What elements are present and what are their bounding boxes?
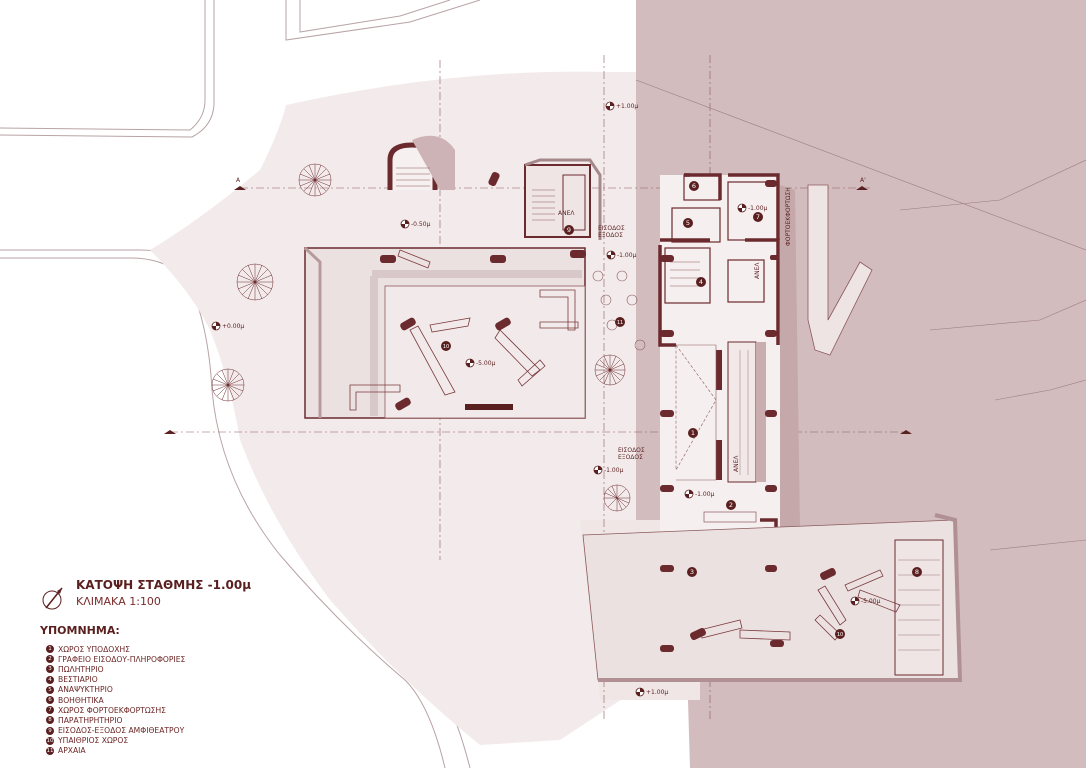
legend-item: 10 ΥΠΑΙΘΡΙΟΣ ΧΩΡΟΣ bbox=[46, 736, 185, 746]
room-number: 2 bbox=[729, 501, 733, 509]
room-number-badge: 8 bbox=[912, 567, 922, 577]
columns bbox=[380, 171, 836, 652]
room-number-badge: 4 bbox=[696, 277, 706, 287]
legend-number: 7 bbox=[46, 706, 54, 715]
legend-label: ΒΕΣΤΙΑΡΙΟ bbox=[58, 675, 98, 685]
legend-item: 1 ΧΩΡΟΣ ΥΠΟΔΟΧΗΣ bbox=[46, 644, 185, 654]
room-number-badge: 6 bbox=[689, 181, 699, 191]
legend-item: 8 ΠΑΡΑΤΗΡΗΤΗΡΙΟ bbox=[46, 715, 185, 725]
arched-stair bbox=[387, 135, 455, 190]
room-number-badge: 11 bbox=[615, 317, 625, 327]
room-number: 5 bbox=[686, 219, 690, 227]
plan-title: ΚΑΤΟΨΗ ΣΤΑΘΜΗΣ -1.00μ bbox=[76, 578, 252, 592]
level-label: -1.00μ bbox=[695, 491, 715, 498]
legend-item: 3 ΠΩΛΗΤΗΡΙΟ bbox=[46, 664, 185, 674]
legend-item: 11 ΑΡΧΑΙΑ bbox=[46, 746, 185, 756]
loading-ramp bbox=[807, 184, 873, 356]
legend-label: ΑΡΧΑΙΑ bbox=[58, 746, 86, 756]
legend-label: ΑΝΑΨΥΚΤΗΡΙΟ bbox=[58, 685, 113, 695]
legend-number: 10 bbox=[46, 736, 54, 745]
loading-label: ΦΟΡΤΟΕΚΦΟΡΤΩΣΗ bbox=[785, 187, 792, 246]
legend-label: ΠΑΡΑΤΗΡΗΤΗΡΙΟ bbox=[58, 715, 123, 725]
section-label-a2: Α' bbox=[860, 177, 866, 184]
north-arrow-icon bbox=[42, 587, 63, 610]
legend-label: ΧΩΡΟΣ ΥΠΟΔΟΧΗΣ bbox=[58, 644, 130, 654]
level-label: -1.00μ bbox=[617, 252, 637, 259]
legend-item: 6 ΒΟΗΘΗΤΙΚΑ bbox=[46, 695, 185, 705]
amphitheatre-entrance-block bbox=[524, 158, 602, 240]
anelva-label: ΑΝΕΛ bbox=[558, 210, 575, 217]
sunken-courtyard bbox=[303, 246, 586, 419]
level-label: -1.00μ bbox=[748, 205, 768, 212]
room-number: 8 bbox=[915, 568, 919, 576]
room-number: 6 bbox=[692, 182, 696, 190]
room-number-badge: 10 bbox=[835, 629, 845, 639]
legend-number: 5 bbox=[46, 685, 54, 694]
legend-heading: ΥΠΟΜΝΗΜΑ: bbox=[40, 624, 120, 637]
level-label: +0.00μ bbox=[222, 323, 244, 330]
legend-item: 5 ΑΝΑΨΥΚΤΗΡΙΟ bbox=[46, 685, 185, 695]
level-markers: +1.00μ -0.50μ -1.00μ +0.00μ -5.00μ -1.00… bbox=[211, 101, 881, 697]
anelva-label: ΑΝΕΛ bbox=[754, 262, 761, 279]
legend-label: ΥΠΑΙΘΡΙΟΣ ΧΩΡΟΣ bbox=[58, 736, 129, 746]
legend-number: 6 bbox=[46, 696, 54, 705]
legend-number: 1 bbox=[46, 645, 54, 654]
legend-label: ΠΩΛΗΤΗΡΙΟ bbox=[58, 664, 104, 674]
legend-number: 8 bbox=[46, 716, 54, 725]
level-label: +1.00μ bbox=[646, 689, 668, 696]
legend-label: ΕΙΣΟΔΟΣ-ΕΞΟΔΟΣ ΑΜΦΙΘΕΑΤΡΟΥ bbox=[58, 726, 185, 736]
anelva-label: ΑΝΕΛ bbox=[733, 455, 740, 472]
room-number: 3 bbox=[690, 568, 694, 576]
room-number-badge: 5 bbox=[683, 218, 693, 228]
room-number: 9 bbox=[567, 226, 571, 234]
room-number: 11 bbox=[617, 320, 623, 326]
room-number: 7 bbox=[756, 213, 760, 221]
level-label: -5.00μ bbox=[861, 598, 881, 605]
legend-item: 7 ΧΩΡΟΣ ΦΟΡΤΟΕΚΦΟΡΤΩΣΗΣ bbox=[46, 705, 185, 715]
legend-number: 4 bbox=[46, 675, 54, 684]
legend-item: 2 ΓΡΑΦΕΙΟ ΕΙΣΟΔΟΥ-ΠΛΗΡΟΦΟΡΙΕΣ bbox=[46, 654, 185, 664]
room-number-badge: 9 bbox=[564, 225, 574, 235]
plan-scale: ΚΛΙΜΑΚΑ 1:100 bbox=[76, 595, 161, 608]
room-number: 10 bbox=[443, 344, 449, 350]
room-number-badge: 3 bbox=[687, 567, 697, 577]
room-numbers: 1 2 3 4 5 6 7 8 9 10 10 11 bbox=[441, 181, 922, 639]
room-number-badge: 7 bbox=[753, 212, 763, 222]
south-wing bbox=[582, 513, 963, 682]
legend-label: ΒΟΗΘΗΤΙΚΑ bbox=[58, 695, 104, 705]
legend-number: 2 bbox=[46, 655, 54, 664]
section-label-a: Α bbox=[236, 177, 241, 184]
legend-item: 4 ΒΕΣΤΙΑΡΙΟ bbox=[46, 675, 185, 685]
room-number-badge: 10 bbox=[441, 341, 451, 351]
level-label: -1.00μ bbox=[604, 467, 624, 474]
legend-number: 11 bbox=[46, 746, 54, 755]
legend-label: ΓΡΑΦΕΙΟ ΕΙΣΟΔΟΥ-ΠΛΗΡΟΦΟΡΙΕΣ bbox=[58, 654, 186, 664]
legend-number: 3 bbox=[46, 665, 54, 674]
legend-list: 1 ΧΩΡΟΣ ΥΠΟΔΟΧΗΣ 2 ΓΡΑΦΕΙΟ ΕΙΣΟΔΟΥ-ΠΛΗΡΟΦΟ… bbox=[46, 644, 185, 756]
legend-item: 9 ΕΙΣΟΔΟΣ-ΕΞΟΔΟΣ ΑΜΦΙΘΕΑΤΡΟΥ bbox=[46, 726, 185, 736]
room-number: 4 bbox=[699, 278, 703, 286]
main-building bbox=[658, 173, 800, 602]
level-label: -0.50μ bbox=[411, 221, 431, 228]
level-label: -5.00μ bbox=[476, 360, 496, 367]
room-number-badge: 1 bbox=[688, 428, 698, 438]
room-number: 1 bbox=[691, 429, 695, 437]
legend-label: ΧΩΡΟΣ ΦΟΡΤΟΕΚΦΟΡΤΩΣΗΣ bbox=[58, 705, 166, 715]
room-number: 10 bbox=[837, 632, 843, 638]
trees bbox=[211, 163, 631, 512]
level-label: +1.00μ bbox=[616, 103, 638, 110]
room-number-badge: 2 bbox=[726, 500, 736, 510]
legend-number: 9 bbox=[46, 726, 54, 735]
